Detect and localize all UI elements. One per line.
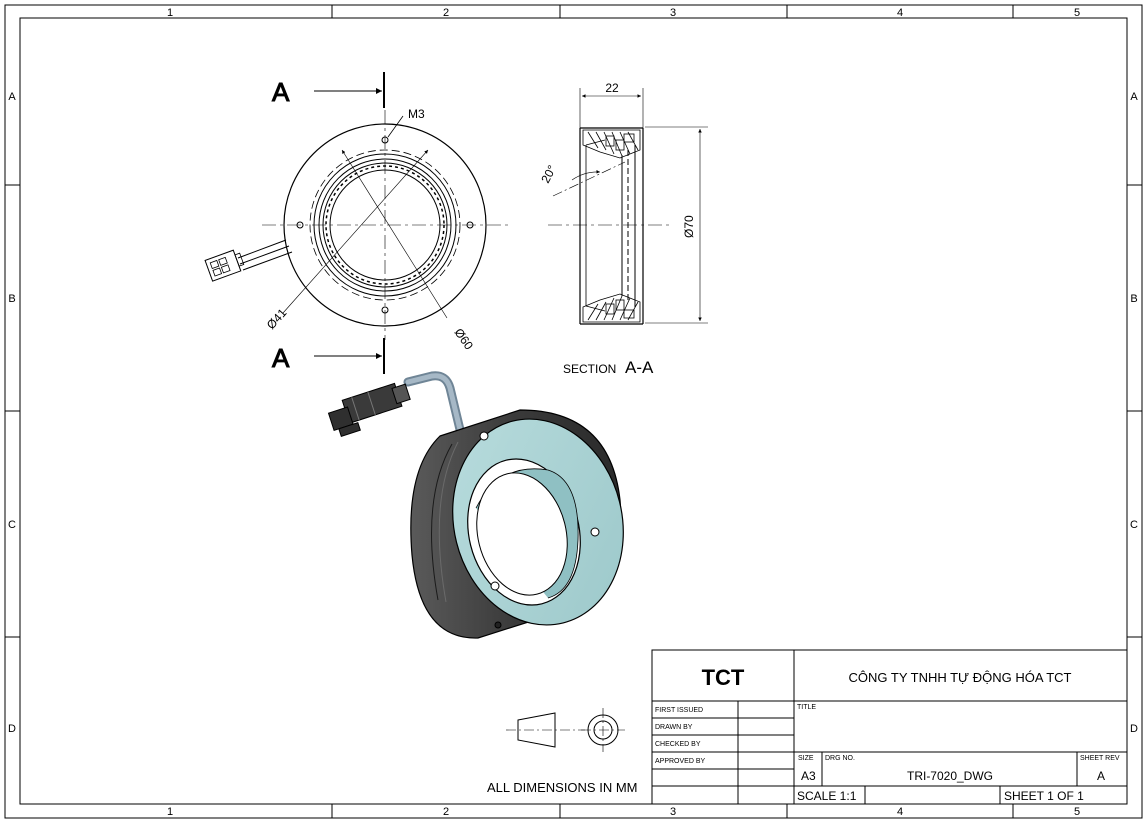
label-size: SIZE [798,755,814,762]
zone-row-c-right: C [1130,519,1138,531]
dim-angle-20: 20° [538,163,559,186]
zone-col-2-top: 2 [443,7,449,19]
label-title: TITLE [797,704,816,711]
zone-col-5-bottom: 5 [1074,806,1080,818]
zone-col-1-bottom: 1 [167,806,173,818]
zone-col-4-top: 4 [897,7,903,19]
sheet-value: SHEET 1 OF 1 [1004,789,1084,803]
projection-symbol [506,708,625,752]
label-checked-by: CHECKED BY [655,741,701,748]
section-title-label: A-A [625,358,654,377]
rev-value: A [1097,769,1105,783]
section-view: 22 [538,81,708,325]
label-approved-by: APPROVED BY [655,758,706,765]
drawing-number: TRI-7020_DWG [907,769,993,783]
zone-row-d-right: D [1130,723,1138,735]
zone-col-1-top: 1 [167,7,173,19]
company-name: CÔNG TY TNHH TỰ ĐỘNG HÓA TCT [849,670,1072,685]
scale-value: SCALE 1:1 [797,789,857,803]
section-title-prefix: SECTION [563,362,616,376]
label-first-issued: FIRST ISSUED [655,707,703,714]
zone-row-a-right: A [1130,91,1138,103]
zone-col-2-bottom: 2 [443,806,449,818]
title-block-text: TCT CÔNG TY TNHH TỰ ĐỘNG HÓA TCT FIRST I… [655,665,1120,803]
dim-dia-60: Ø60 [452,326,477,353]
sheet-border [4,4,1143,819]
zone-col-3-top: 3 [670,7,676,19]
dim-thread-m3: M3 [408,107,425,121]
section-title: SECTION A-A [563,358,654,377]
isometric-model [327,371,624,639]
zone-row-b-right: B [1130,293,1137,305]
zone-col-5-top: 5 [1074,7,1080,19]
units-note: ALL DIMENSIONS IN MM [487,780,637,795]
label-drg-no: DRG NO. [825,755,855,762]
front-view: A A M3 Ø41 Ø60 [204,72,508,374]
zone-row-c-left: C [8,519,16,531]
size-value: A3 [801,769,816,783]
dim-dia-70: Ø70 [682,215,696,238]
company-logo: TCT [702,665,745,690]
label-drawn-by: DRAWN BY [655,724,693,731]
section-marker-bottom: A [272,343,290,373]
zone-row-d-left: D [8,723,16,735]
zone-col-3-bottom: 3 [670,806,676,818]
zone-col-4-bottom: 4 [897,806,903,818]
zone-row-a-left: A [8,91,16,103]
section-marker-top: A [272,77,290,107]
zone-labels: 1 2 3 4 5 1 2 3 4 5 A B C D A B C D [8,7,1138,818]
label-sheet-rev: SHEET REV [1080,755,1120,762]
dim-width-22: 22 [605,81,619,95]
zone-row-b-left: B [8,293,15,305]
title-block [651,649,1128,805]
